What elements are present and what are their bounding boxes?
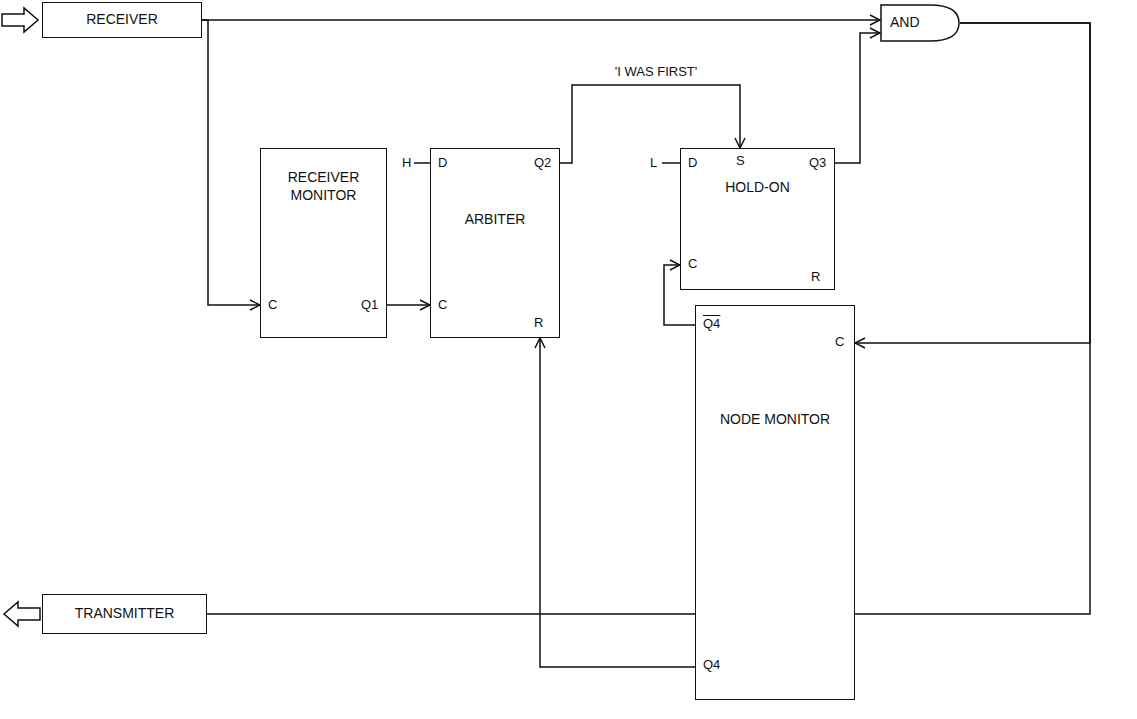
block-title: HOLD-ON: [725, 179, 790, 197]
pin-name: C: [688, 257, 697, 271]
pin-name: R: [534, 316, 543, 330]
pin-name: C: [835, 335, 844, 349]
pin-name: D: [688, 156, 697, 170]
signal-wire: [855, 23, 1090, 343]
block-box: TRANSMITTER: [42, 594, 207, 634]
pin-name: R: [811, 270, 820, 284]
signal-wire: [835, 33, 880, 163]
pin-name: Q2: [534, 156, 551, 170]
block-title: RECEIVER MONITOR: [267, 169, 380, 204]
pin-name: H: [402, 156, 411, 170]
block-title: TRANSMITTER: [75, 605, 175, 623]
h-input-wire: [414, 162, 430, 164]
pin-name: L: [650, 156, 657, 170]
pin-name: C: [268, 298, 277, 312]
pin-name: C: [438, 298, 447, 312]
pin-name: D: [438, 156, 447, 170]
signal-wire: [202, 20, 260, 305]
block-box: NODE MONITOR: [695, 305, 855, 700]
pin-name: Q3: [809, 156, 826, 170]
static-wires: [2, 8, 680, 626]
l-input-wire: [662, 162, 680, 164]
pin-name: Q1: [361, 298, 378, 312]
output-arrow: [4, 602, 40, 626]
block-title: NODE MONITOR: [720, 411, 830, 429]
block-title: AND: [890, 14, 920, 32]
input-arrow: [2, 8, 38, 32]
block-box: ARBITER: [430, 148, 560, 338]
signal-wire: [202, 19, 880, 21]
pin-name: Q4: [703, 317, 720, 331]
block-box: RECEIVER: [42, 2, 202, 38]
and-gate: AND: [880, 4, 960, 42]
signal-wire: [540, 338, 695, 667]
signal-wire: [387, 304, 430, 306]
signal-wire: [207, 23, 1090, 614]
and-shape: [881, 5, 959, 41]
signal-name: 'I WAS FIRST': [613, 64, 699, 79]
pin-name: S: [736, 154, 745, 168]
pin-name: Q4: [703, 658, 720, 672]
block-title: ARBITER: [465, 211, 526, 229]
block-title: RECEIVER: [86, 11, 158, 29]
